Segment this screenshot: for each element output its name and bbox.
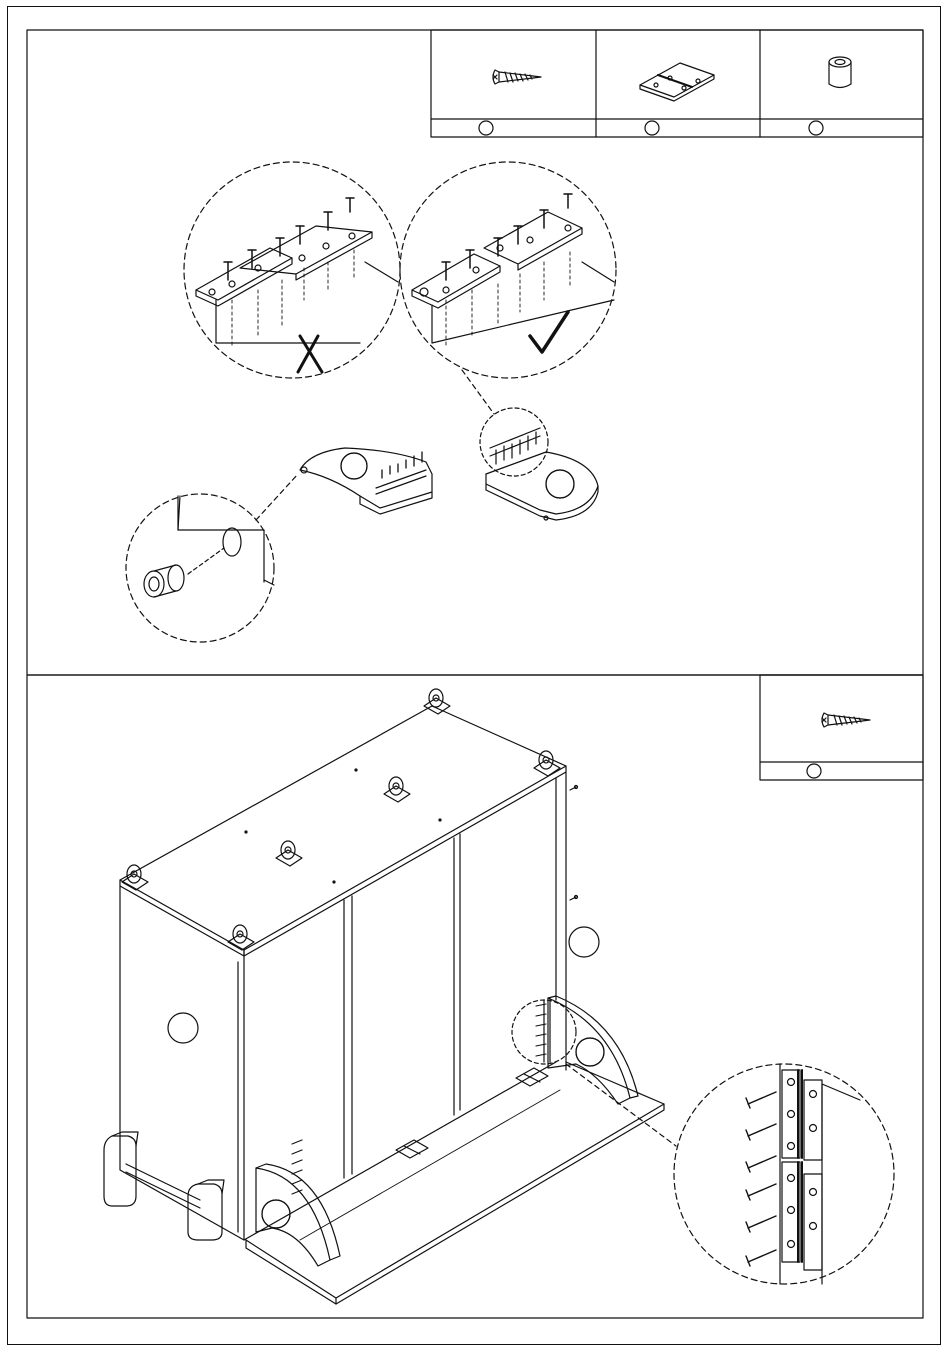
step-a-panel xyxy=(27,30,923,675)
wrong-guides xyxy=(232,250,354,345)
wrong-x-mark xyxy=(298,336,322,372)
step-b-panel xyxy=(27,675,923,1318)
part-callout-b-left xyxy=(168,1013,198,1043)
towel-bar xyxy=(104,1132,224,1240)
aligned-hinges xyxy=(412,212,582,308)
hinge-detail-circle xyxy=(674,1064,894,1284)
caster-4 xyxy=(276,841,302,866)
screw-icon xyxy=(822,713,870,727)
edge-screws xyxy=(570,786,578,901)
fan-panel-right xyxy=(480,408,598,520)
part-callout-a-right xyxy=(546,470,574,498)
casters xyxy=(122,689,560,950)
cabinet-body xyxy=(120,706,566,1240)
wrong-detail-circle xyxy=(184,162,400,378)
bumper-cap-icon xyxy=(829,57,851,88)
fan-support-left xyxy=(256,1140,340,1266)
part-callout-b-fan-right xyxy=(576,1038,604,1066)
caster-1 xyxy=(424,689,450,714)
panel-hinges xyxy=(300,1068,560,1240)
detail-hinge-lower xyxy=(782,1162,822,1270)
fan-panel-left xyxy=(300,448,432,514)
part-callout-a-left xyxy=(341,453,367,479)
leader-line xyxy=(462,370,494,414)
part-callout-a3 xyxy=(809,121,823,135)
bumper-guide xyxy=(188,548,224,574)
step-b-parts-box xyxy=(760,675,923,780)
correct-detail-circle xyxy=(400,162,616,378)
detail-screws xyxy=(746,1092,776,1266)
bumper-cap xyxy=(144,565,184,597)
fan-support-right xyxy=(512,996,638,1104)
hinge-icon xyxy=(640,63,714,101)
caster-5 xyxy=(122,865,148,890)
part-callout-b-right xyxy=(569,927,599,957)
bumper-detail-circle xyxy=(126,474,298,642)
part-callout-a1 xyxy=(479,121,493,135)
part-callout-b-fan-left xyxy=(262,1200,290,1228)
part-callout-a2 xyxy=(645,121,659,135)
wrong-screws xyxy=(224,198,354,280)
part-callout-b1 xyxy=(807,764,821,778)
fold-down-panel xyxy=(246,1062,664,1304)
step-a-parts-box xyxy=(431,30,923,137)
hinge-leader xyxy=(566,1064,676,1146)
correct-guides xyxy=(446,252,570,345)
caster-3 xyxy=(384,777,410,802)
detail-hinge-upper xyxy=(782,1070,822,1160)
screw-icon xyxy=(493,70,541,84)
correct-screws xyxy=(442,194,572,280)
